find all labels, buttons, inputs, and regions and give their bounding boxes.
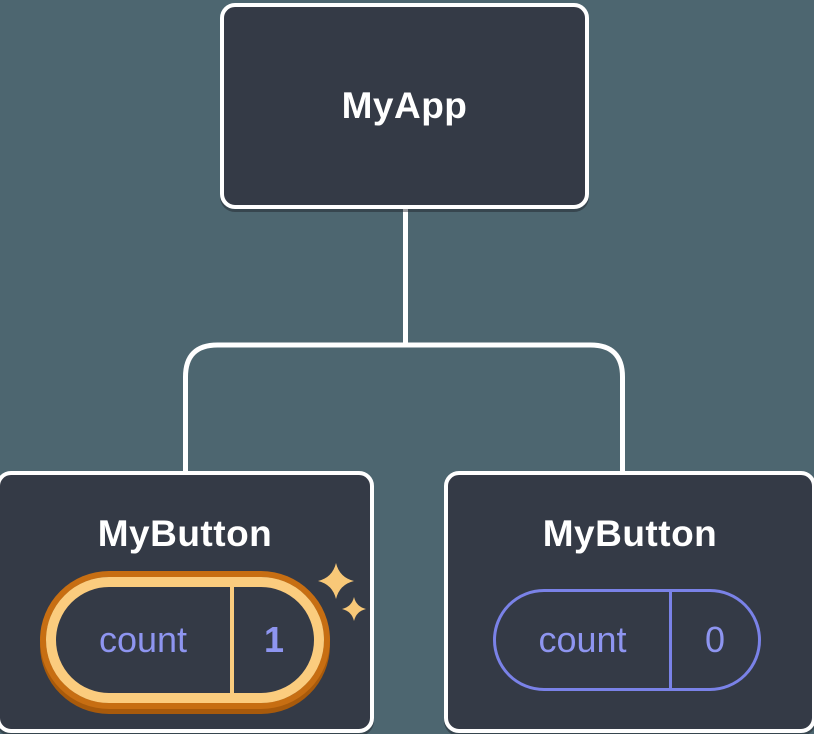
state-pill-plain: count 0 <box>493 589 761 691</box>
state-name-label: count <box>98 619 188 660</box>
child-node-label: MyButton <box>97 513 273 554</box>
pill-divider <box>230 587 234 693</box>
root-node-label: MyApp <box>341 85 468 126</box>
sparkles-icon <box>318 563 366 621</box>
state-name-label: count <box>538 619 627 660</box>
state-value: 0 <box>704 619 726 660</box>
state-value: 1 <box>263 619 285 660</box>
state-pill-highlighted: count 1 <box>46 577 324 703</box>
child-node-highlighted: MyButton count 1 <box>0 471 374 733</box>
child-node-plain: MyButton count 0 <box>444 471 814 733</box>
child-node-label: MyButton <box>542 513 718 554</box>
pill-divider <box>669 592 672 688</box>
root-node: MyApp <box>220 3 589 209</box>
